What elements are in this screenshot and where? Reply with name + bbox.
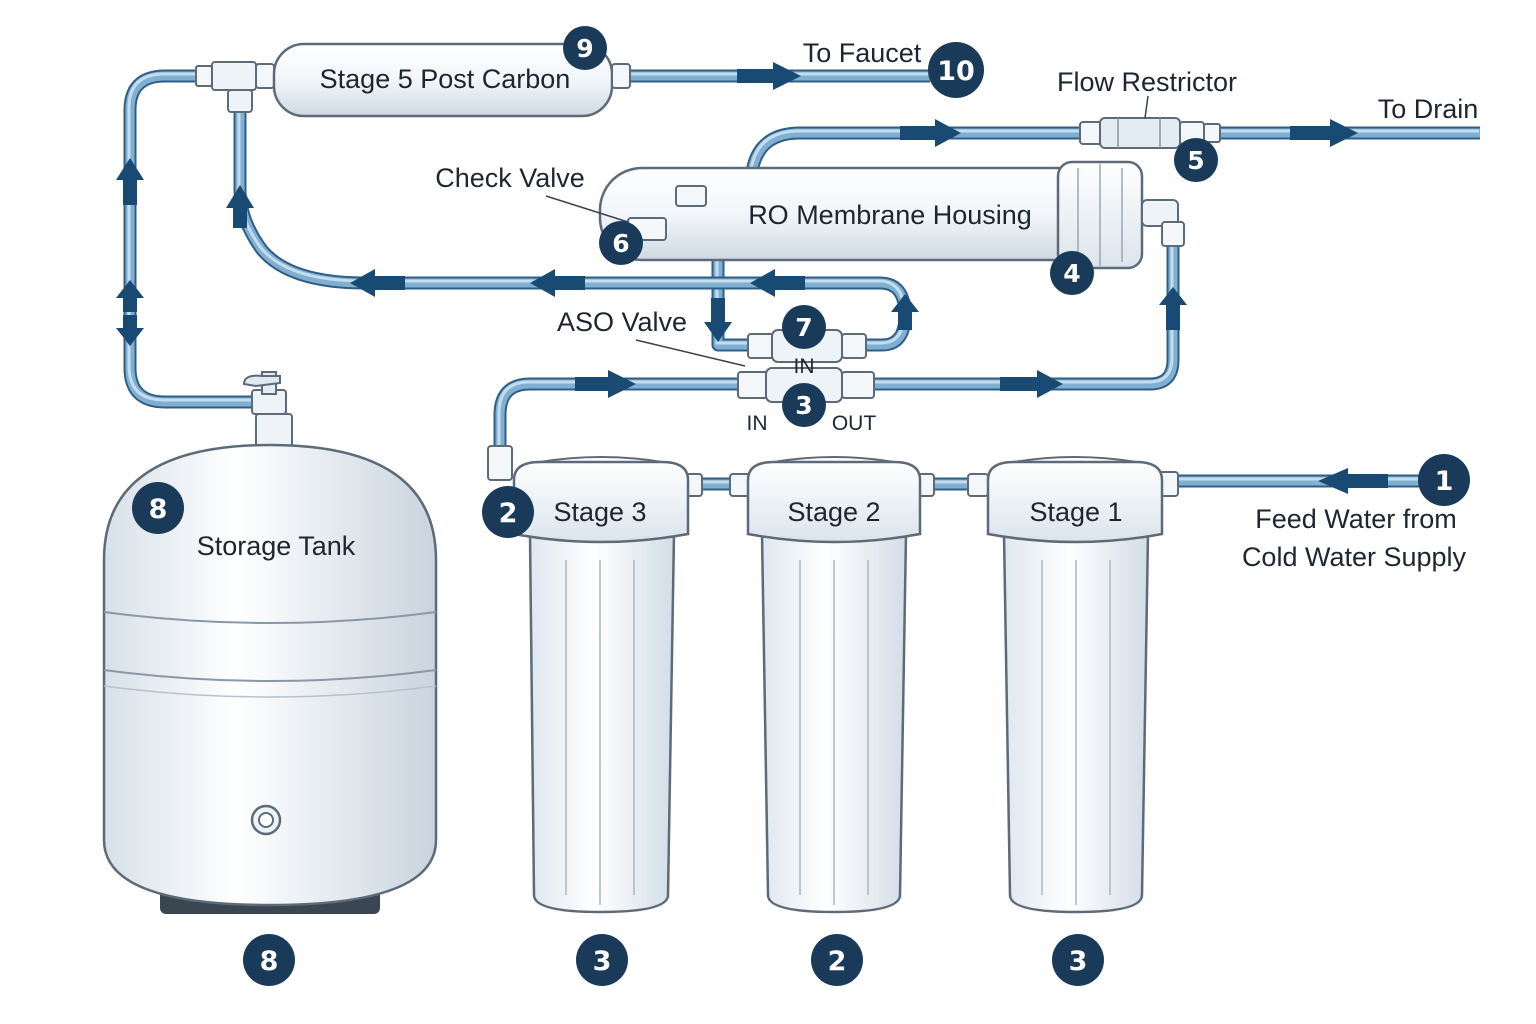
badge-3-right: 3: [1052, 934, 1104, 986]
tank-valve-handle: [242, 374, 281, 388]
badge-2-top: 2: [482, 486, 534, 538]
svg-text:2: 2: [499, 498, 518, 529]
tank-body: [102, 443, 438, 907]
svg-text:4: 4: [1063, 259, 1080, 288]
flow-restrictor-leader: [1144, 95, 1149, 119]
ro-membrane-label: RO Membrane Housing: [748, 200, 1032, 230]
svg-text:2: 2: [828, 946, 847, 977]
badge-8-tank: 8: [132, 482, 184, 534]
badge-5: 5: [1174, 138, 1218, 182]
arrow-product-up: [226, 185, 254, 228]
arrow-tank-bidir-down: [116, 315, 144, 346]
post-carbon-label: Stage 5 Post Carbon: [320, 64, 571, 94]
aso-in-upper-label: IN: [794, 355, 815, 378]
svg-text:7: 7: [795, 313, 812, 342]
aso-valve-label: ASO Valve: [557, 307, 687, 337]
badge-3-left: 3: [576, 934, 628, 986]
arrow-drain-1: [900, 119, 961, 147]
svg-text:8: 8: [149, 494, 168, 525]
badge-7: 7: [782, 305, 826, 349]
svg-text:1: 1: [1435, 466, 1454, 497]
arrow-check-down: [704, 298, 732, 342]
arrow-stage3-out: [575, 370, 636, 398]
badge-6: 6: [599, 221, 643, 265]
svg-text:8: 8: [260, 946, 279, 977]
badge-10: 10: [928, 42, 984, 98]
svg-text:3: 3: [795, 391, 812, 420]
tee-fitting: [211, 61, 257, 91]
arrow-membrane-up: [1159, 287, 1187, 330]
flow-restrictor-label: Flow Restrictor: [1057, 67, 1237, 97]
stage3-cap: [512, 460, 690, 544]
arrow-aso-out: [1000, 370, 1063, 398]
svg-text:9: 9: [576, 34, 593, 63]
arrow-tank-bidir-up: [116, 280, 144, 312]
stage2-label: Stage 2: [787, 497, 880, 527]
arrow-drain-2: [1290, 119, 1358, 147]
storage-tank-label: Storage Tank: [197, 531, 356, 561]
badge-2-bottom: 2: [811, 934, 863, 986]
number-badges: 9 10 5 6 4 7 3 2 1 8 8 3 2 3: [132, 26, 1470, 986]
membrane-inlet-elbow: [1141, 199, 1179, 227]
check-valve-leader: [545, 195, 629, 223]
aso-valve-leader: [635, 339, 746, 367]
stage3-housing: Stage 3: [487, 445, 703, 914]
flow-arrows: [116, 62, 1388, 494]
post-carbon-filter: Stage 5 Post Carbon: [195, 42, 631, 118]
stage3-to-aso-tube-highlight: [497, 380, 739, 453]
stage3-label: Stage 3: [553, 497, 646, 527]
aso-in-lower-label: IN: [747, 412, 768, 435]
svg-text:5: 5: [1187, 146, 1204, 175]
to-drain-label: To Drain: [1378, 94, 1479, 124]
to-faucet-label: To Faucet: [803, 38, 922, 68]
badge-9: 9: [563, 26, 607, 70]
arrow-product-3: [350, 269, 405, 297]
stage3-to-aso-tube: [495, 379, 740, 455]
arrow-product-2: [530, 269, 585, 297]
storage-tank: Storage Tank: [102, 371, 438, 914]
badge-8-bottom: 8: [243, 934, 295, 986]
svg-text:3: 3: [1069, 946, 1088, 977]
stage3-bowl: [528, 532, 676, 914]
check-valve-label: Check Valve: [435, 163, 585, 193]
arrow-faucet: [737, 62, 801, 90]
svg-text:10: 10: [937, 56, 975, 87]
badge-4: 4: [1050, 251, 1094, 295]
svg-text:3: 3: [593, 946, 612, 977]
stage1-housing: Stage 1: [967, 456, 1179, 914]
ro-membrane-housing: RO Membrane Housing: [598, 160, 1185, 270]
stage2-cap: [746, 460, 922, 544]
stage3-outlet-fitting: [487, 445, 513, 481]
arrow-product-1: [750, 269, 805, 297]
arrow-feed: [1318, 468, 1388, 494]
feed-water-label-line2: Cold Water Supply: [1242, 542, 1467, 572]
tank-tube-highlight: [127, 72, 251, 402]
svg-text:6: 6: [612, 229, 629, 258]
aso-out-label: OUT: [832, 412, 877, 435]
aso-to-membrane-tube-highlight: [871, 233, 1174, 384]
badge-1: 1: [1418, 454, 1470, 506]
stage2-housing: Stage 2: [729, 456, 935, 914]
stage1-label: Stage 1: [1029, 497, 1122, 527]
feed-water-label-line1: Feed Water from: [1255, 504, 1457, 534]
membrane-drain-fitting: [675, 185, 707, 207]
arrow-loop-up: [891, 294, 919, 330]
stage3-to-aso-tube-outline: [493, 377, 740, 455]
stage1-cap: [986, 460, 1164, 544]
arrow-tank-up: [116, 158, 144, 205]
badge-3-aso: 3: [782, 383, 826, 427]
